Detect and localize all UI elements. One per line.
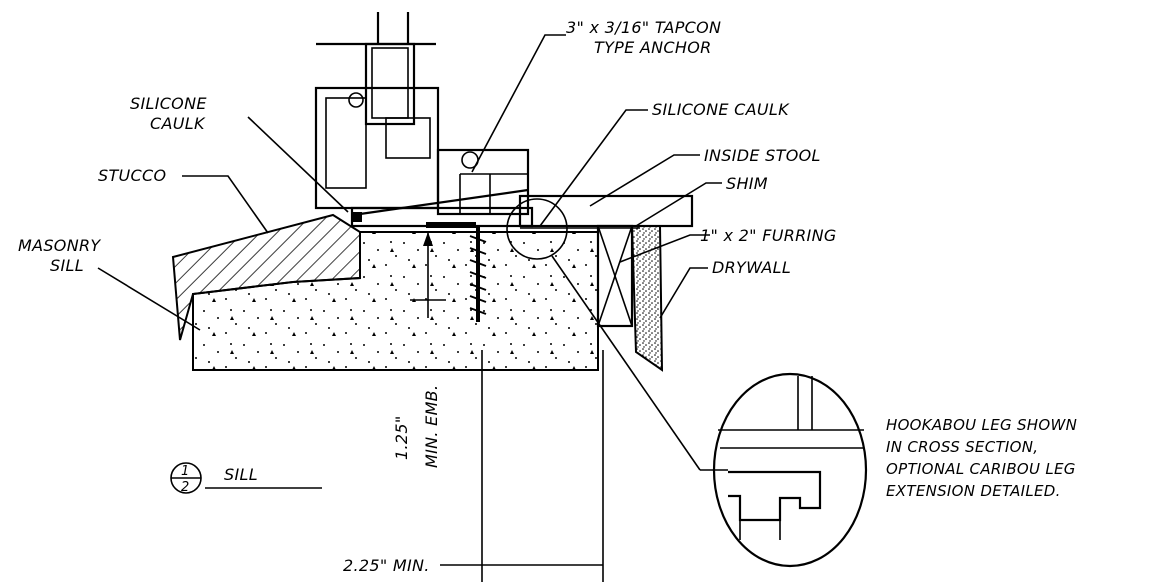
note-line-3: OPTIONAL CARIBOU LEG bbox=[886, 460, 1076, 478]
furring-label: 1" x 2" FURRING bbox=[700, 226, 837, 245]
embed-text-label: MIN. EMB. bbox=[422, 385, 441, 468]
embed-dimension bbox=[410, 232, 446, 318]
furring-strip bbox=[596, 224, 634, 328]
tapcon-anchor bbox=[469, 226, 487, 322]
drywall-label: DRYWALL bbox=[712, 258, 791, 277]
detail-callout-circle bbox=[506, 198, 568, 260]
detail-number-bottom: 2 bbox=[181, 480, 190, 495]
detail-reference-symbol: 1 2 bbox=[170, 462, 322, 495]
anchor-label-line1: 3" x 3/16" TAPCON bbox=[566, 18, 721, 37]
note-line-1: HOOKABOU LEG SHOWN bbox=[886, 416, 1077, 434]
stucco-label: STUCCO bbox=[98, 166, 166, 185]
detail-number-top: 1 bbox=[181, 464, 190, 479]
drywall-shape bbox=[630, 225, 664, 372]
width-dimension bbox=[440, 350, 604, 582]
detail-title: SILL bbox=[224, 465, 258, 484]
masonry-sill-label-line1: MASONRY bbox=[18, 236, 101, 255]
leader-lines bbox=[97, 34, 722, 331]
silicone-caulk-left-line1: SILICONE bbox=[130, 94, 207, 113]
shim-label: SHIM bbox=[726, 174, 768, 193]
silicone-caulk-left-line2: CAULK bbox=[150, 114, 206, 133]
enlarged-detail bbox=[712, 372, 868, 568]
masonry-sill-label-line2: SILL bbox=[50, 256, 84, 275]
silicone-caulk-right-label: SILICONE CAULK bbox=[652, 100, 790, 119]
width-dim-label: 2.25" MIN. bbox=[343, 556, 430, 575]
anchor-label-line2: TYPE ANCHOR bbox=[594, 38, 712, 57]
note-line-2: IN CROSS SECTION, bbox=[886, 438, 1038, 456]
window-frame bbox=[314, 12, 534, 228]
detail-leader bbox=[551, 255, 701, 471]
note-line-4: EXTENSION DETAILED. bbox=[886, 482, 1061, 500]
inside-stool-label: INSIDE STOOL bbox=[704, 146, 821, 165]
stucco-shape bbox=[171, 213, 361, 341]
embed-value-label: 1.25" bbox=[392, 416, 411, 460]
